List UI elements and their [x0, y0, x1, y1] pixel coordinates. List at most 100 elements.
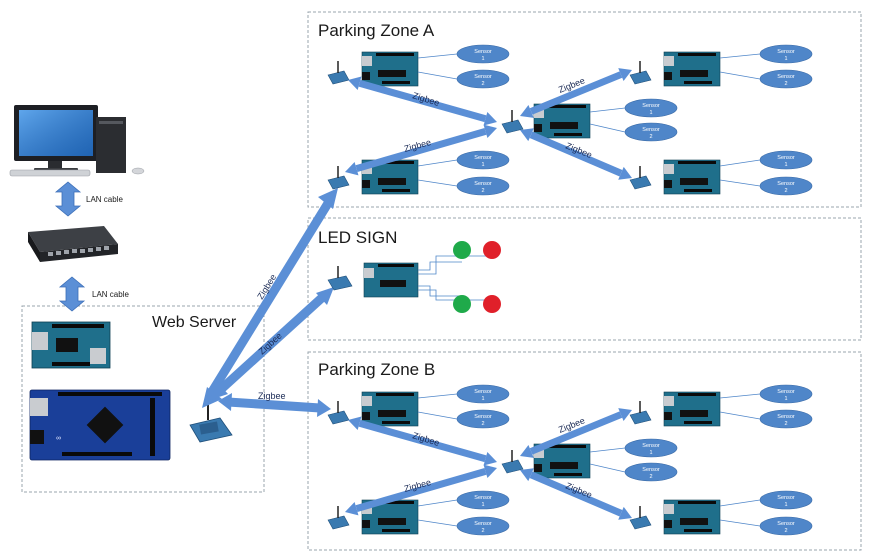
led-sign-title: LED SIGN — [318, 228, 397, 247]
led-red-bottom — [483, 295, 501, 313]
sensor-number: 1 — [784, 502, 787, 508]
sensor-number: 1 — [784, 396, 787, 402]
sensor-label: Sensor — [777, 155, 795, 161]
sensor-number: 2 — [481, 81, 484, 87]
sensor-label: Sensor — [642, 443, 660, 449]
zone-b-hub-xbee — [501, 450, 524, 474]
zone-a-bottom-right-arduino — [663, 159, 721, 195]
sensor-number: 1 — [481, 396, 484, 402]
sensor-wire — [417, 499, 458, 507]
zone-b-link-top-right — [520, 408, 632, 458]
zigbee-link-led-sign — [210, 287, 334, 400]
sensor-wire — [417, 159, 458, 167]
sensor-label: Sensor — [642, 127, 660, 133]
sensor-number: 2 — [481, 528, 484, 534]
sensor-label: Sensor — [777, 495, 795, 501]
network-switch-icon — [28, 226, 118, 262]
zone-b-bottom-right-xbee — [629, 506, 652, 530]
sensor-label: Sensor — [474, 414, 492, 420]
zone-b-top-left-arduino — [361, 391, 419, 427]
sensor-wire — [719, 179, 761, 187]
sensor-wire — [589, 447, 626, 453]
sensor-wire — [417, 411, 458, 420]
sensor-wire — [417, 71, 458, 80]
sensor-label: Sensor — [777, 414, 795, 420]
sensor-number: 1 — [784, 56, 787, 62]
zone-a-link-bottom-right — [520, 128, 632, 180]
zone-a-bottom-left-xbee — [327, 166, 350, 190]
sensor-label: Sensor — [777, 49, 795, 55]
zone-b-top-left-xbee — [327, 401, 350, 425]
lan-cable-arrow-top — [54, 181, 82, 217]
zone-a-title: Parking Zone A — [318, 21, 435, 40]
sensor-wire — [719, 499, 761, 507]
sensor-number: 2 — [784, 188, 787, 194]
zigbee-label-server-zone-b: Zigbee — [258, 391, 286, 401]
led-green-bottom — [453, 295, 471, 313]
sensor-label: Sensor — [474, 49, 492, 55]
zone-b-link-top-left — [348, 416, 497, 466]
sensor-label: Sensor — [474, 495, 492, 501]
sensor-label: Sensor — [474, 181, 492, 187]
sensor-wire — [417, 519, 458, 527]
zone-a-top-left-xbee — [327, 61, 350, 85]
sensor-label: Sensor — [777, 521, 795, 527]
arduino-mega-icon: ∞ — [29, 389, 171, 461]
sensor-number: 1 — [481, 502, 484, 508]
web-server-label: Web Server — [152, 314, 237, 331]
zone-a-link-bottom-left — [345, 124, 497, 176]
zone-a-network: Sensor1Sensor2Sensor1Sensor2Sensor1Senso… — [327, 44, 813, 196]
zone-a-top-right-xbee — [629, 61, 652, 85]
sensor-wire — [417, 53, 458, 59]
zone-a-link-top-right — [520, 68, 632, 118]
sensor-wire — [589, 123, 626, 133]
zone-a-frame — [307, 11, 862, 208]
zigbee-label-server-led: Zigbee — [257, 331, 284, 357]
sensor-number: 1 — [481, 162, 484, 168]
sensor-wire — [417, 179, 458, 187]
desktop-computer-icon — [9, 105, 145, 177]
web-server-frame — [21, 305, 265, 493]
lan-cable-label-top: LAN cable — [86, 195, 123, 204]
zigbee-link-zone-b — [218, 393, 331, 417]
led-red-top — [483, 241, 501, 259]
zone-a-top-right-arduino — [663, 51, 721, 87]
zone-b-link-bottom-left — [345, 464, 497, 516]
sensor-number: 2 — [649, 474, 652, 480]
zone-b-frame — [307, 351, 862, 551]
sensor-wire — [719, 411, 761, 420]
zone-b-bottom-right-arduino — [663, 499, 721, 535]
zone-a-link-top-left — [348, 76, 497, 126]
sensor-number: 1 — [481, 56, 484, 62]
sensor-wire — [719, 159, 761, 167]
sensor-number: 2 — [784, 421, 787, 427]
sensor-wire — [589, 463, 626, 473]
sensor-label: Sensor — [474, 155, 492, 161]
sensor-number: 2 — [784, 528, 787, 534]
sensor-number: 2 — [649, 134, 652, 140]
sensor-number: 1 — [784, 162, 787, 168]
lan-cable-arrow-bottom — [58, 276, 86, 312]
sensor-label: Sensor — [474, 521, 492, 527]
sensor-wire — [719, 53, 761, 59]
sensor-wire — [719, 519, 761, 527]
sensor-label: Sensor — [777, 389, 795, 395]
zone-a-hub-xbee — [501, 110, 524, 134]
zone-a-top-left-arduino — [361, 51, 419, 87]
sensor-label: Sensor — [642, 103, 660, 109]
sensor-label: Sensor — [474, 74, 492, 80]
